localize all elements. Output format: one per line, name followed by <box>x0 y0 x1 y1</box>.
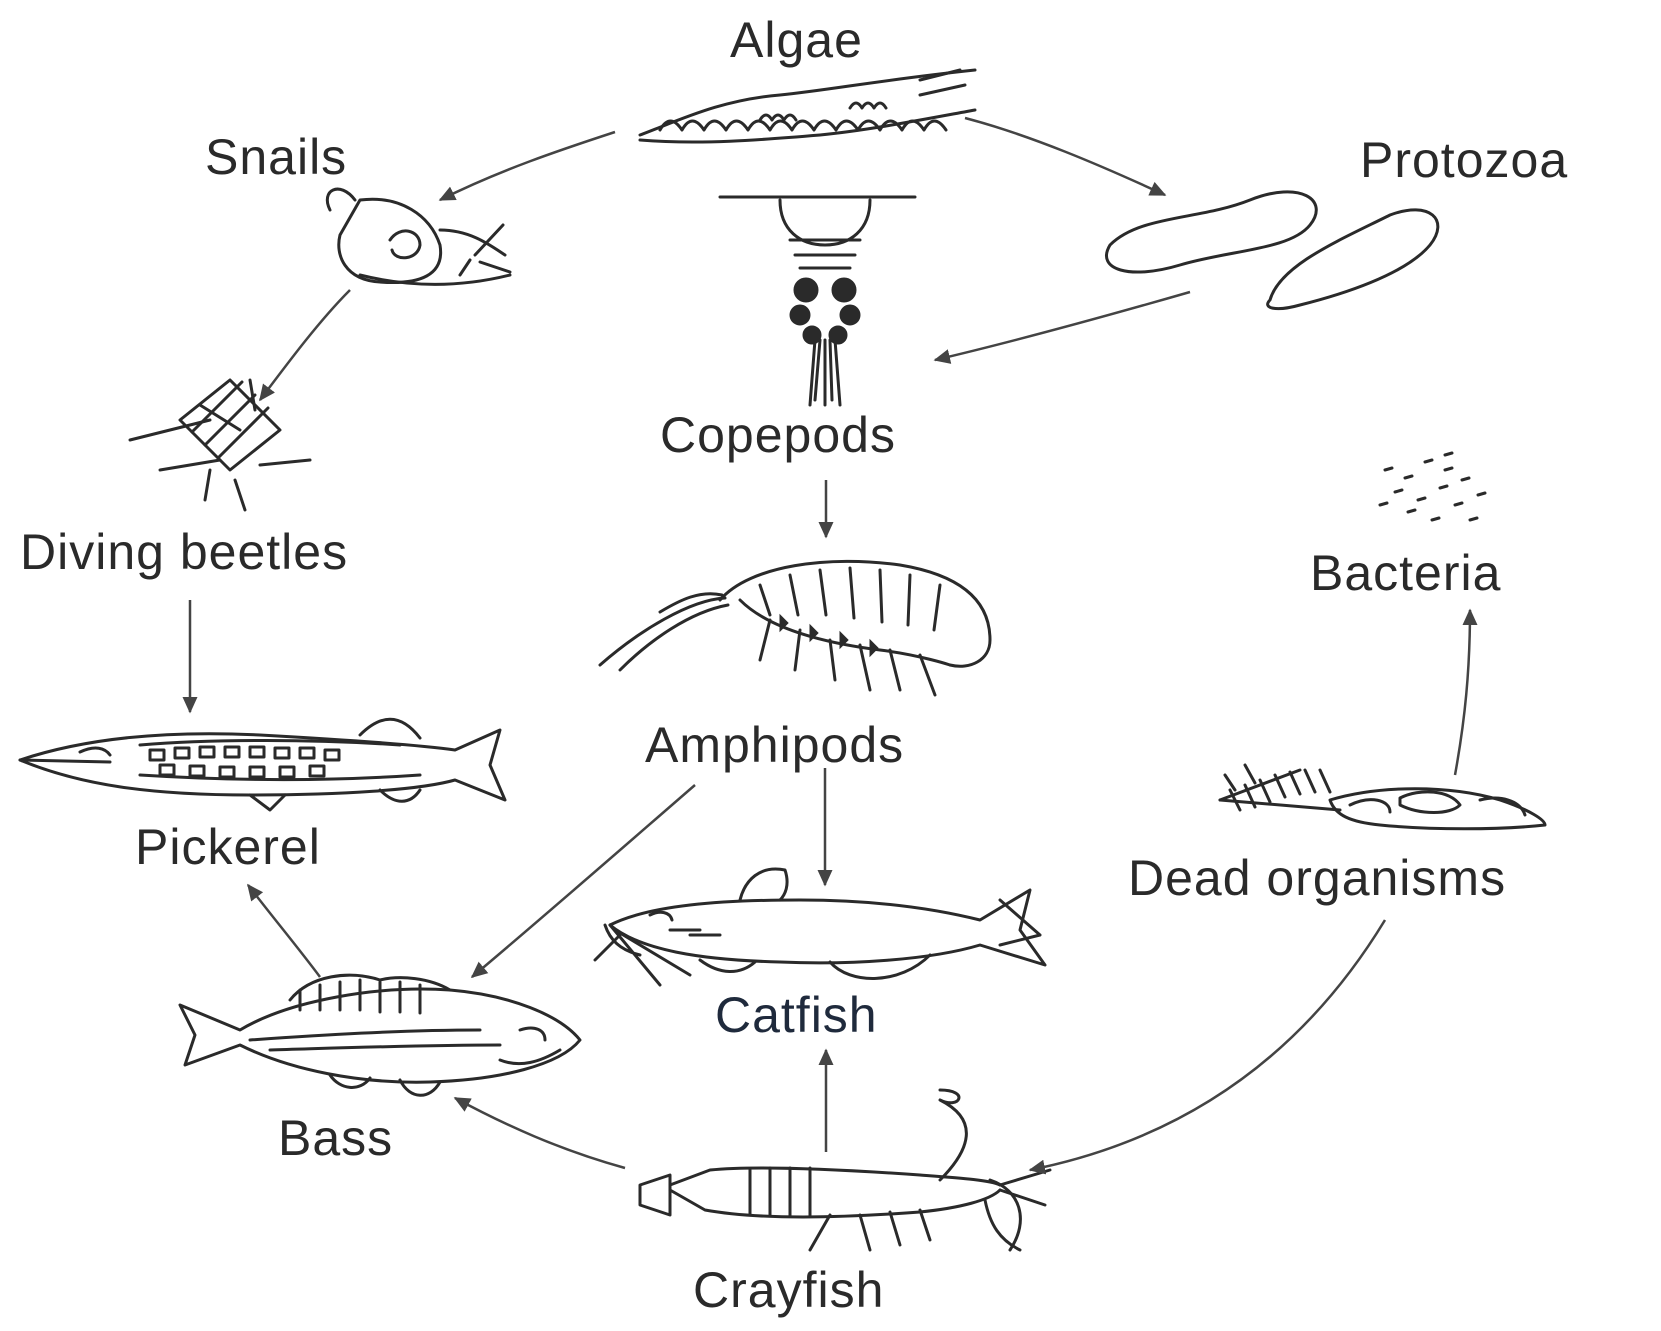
arrow-bass-to-pickerel <box>248 885 320 977</box>
copepod-icon <box>720 197 915 405</box>
arrow-algae-to-snails <box>440 132 615 200</box>
label-pickerel: Pickerel <box>135 822 321 872</box>
arrow-dead-to-crayfish <box>1030 920 1385 1170</box>
label-diving-beetles: Diving beetles <box>20 527 348 577</box>
pickerel-icon <box>20 719 505 810</box>
beetle-icon <box>130 380 310 510</box>
label-snails: Snails <box>205 132 347 182</box>
snail-icon <box>327 189 510 284</box>
protozoa-icon <box>1106 192 1437 309</box>
amphipod-icon <box>600 561 990 695</box>
arrow-snails-to-beetles <box>260 290 350 400</box>
label-bass: Bass <box>278 1113 393 1163</box>
arrow-dead-to-bacteria <box>1455 610 1470 775</box>
catfish-icon <box>595 869 1045 985</box>
arrow-algae-to-protozoa <box>965 118 1165 195</box>
label-amphipods: Amphipods <box>645 720 904 770</box>
algae-icon <box>640 70 975 142</box>
label-protozoa: Protozoa <box>1360 135 1568 185</box>
crayfish-icon <box>640 1090 1050 1250</box>
label-algae: Algae <box>730 15 863 65</box>
label-copepods: Copepods <box>660 410 896 460</box>
label-bacteria: Bacteria <box>1310 548 1501 598</box>
label-crayfish: Crayfish <box>693 1265 884 1315</box>
dead-fish-icon <box>1220 765 1545 829</box>
label-catfish: Catfish <box>715 990 878 1040</box>
label-dead-organisms: Dead organisms <box>1128 853 1506 903</box>
bacteria-icon <box>1380 453 1485 520</box>
arrow-crayfish-to-bass <box>455 1098 625 1168</box>
arrow-protozoa-to-copepods <box>935 292 1190 360</box>
bass-icon <box>180 975 580 1095</box>
